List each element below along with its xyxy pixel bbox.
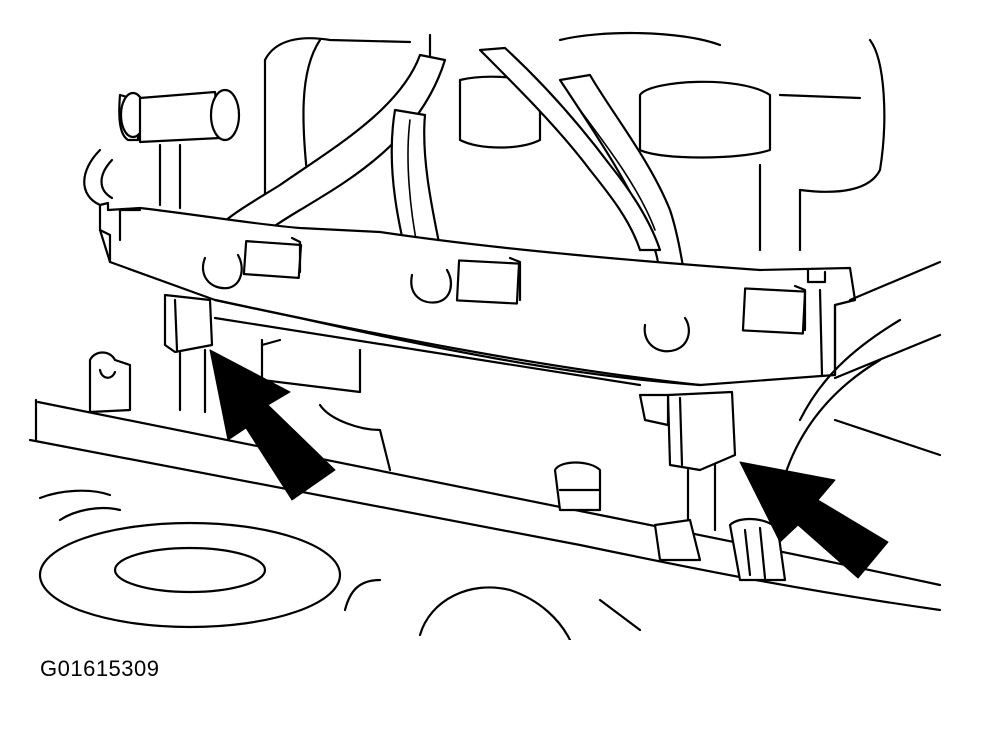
engine-background — [83, 31, 886, 252]
bracket-body — [98, 201, 857, 387]
indicator-arrows — [209, 349, 889, 579]
mounting-studs — [163, 293, 737, 532]
left-arrow-icon — [209, 349, 336, 501]
figure-code: G01615309 — [40, 656, 160, 681]
engine-lower — [28, 260, 942, 640]
bracket-illustration — [28, 31, 942, 640]
right-arrow-icon — [739, 461, 889, 579]
